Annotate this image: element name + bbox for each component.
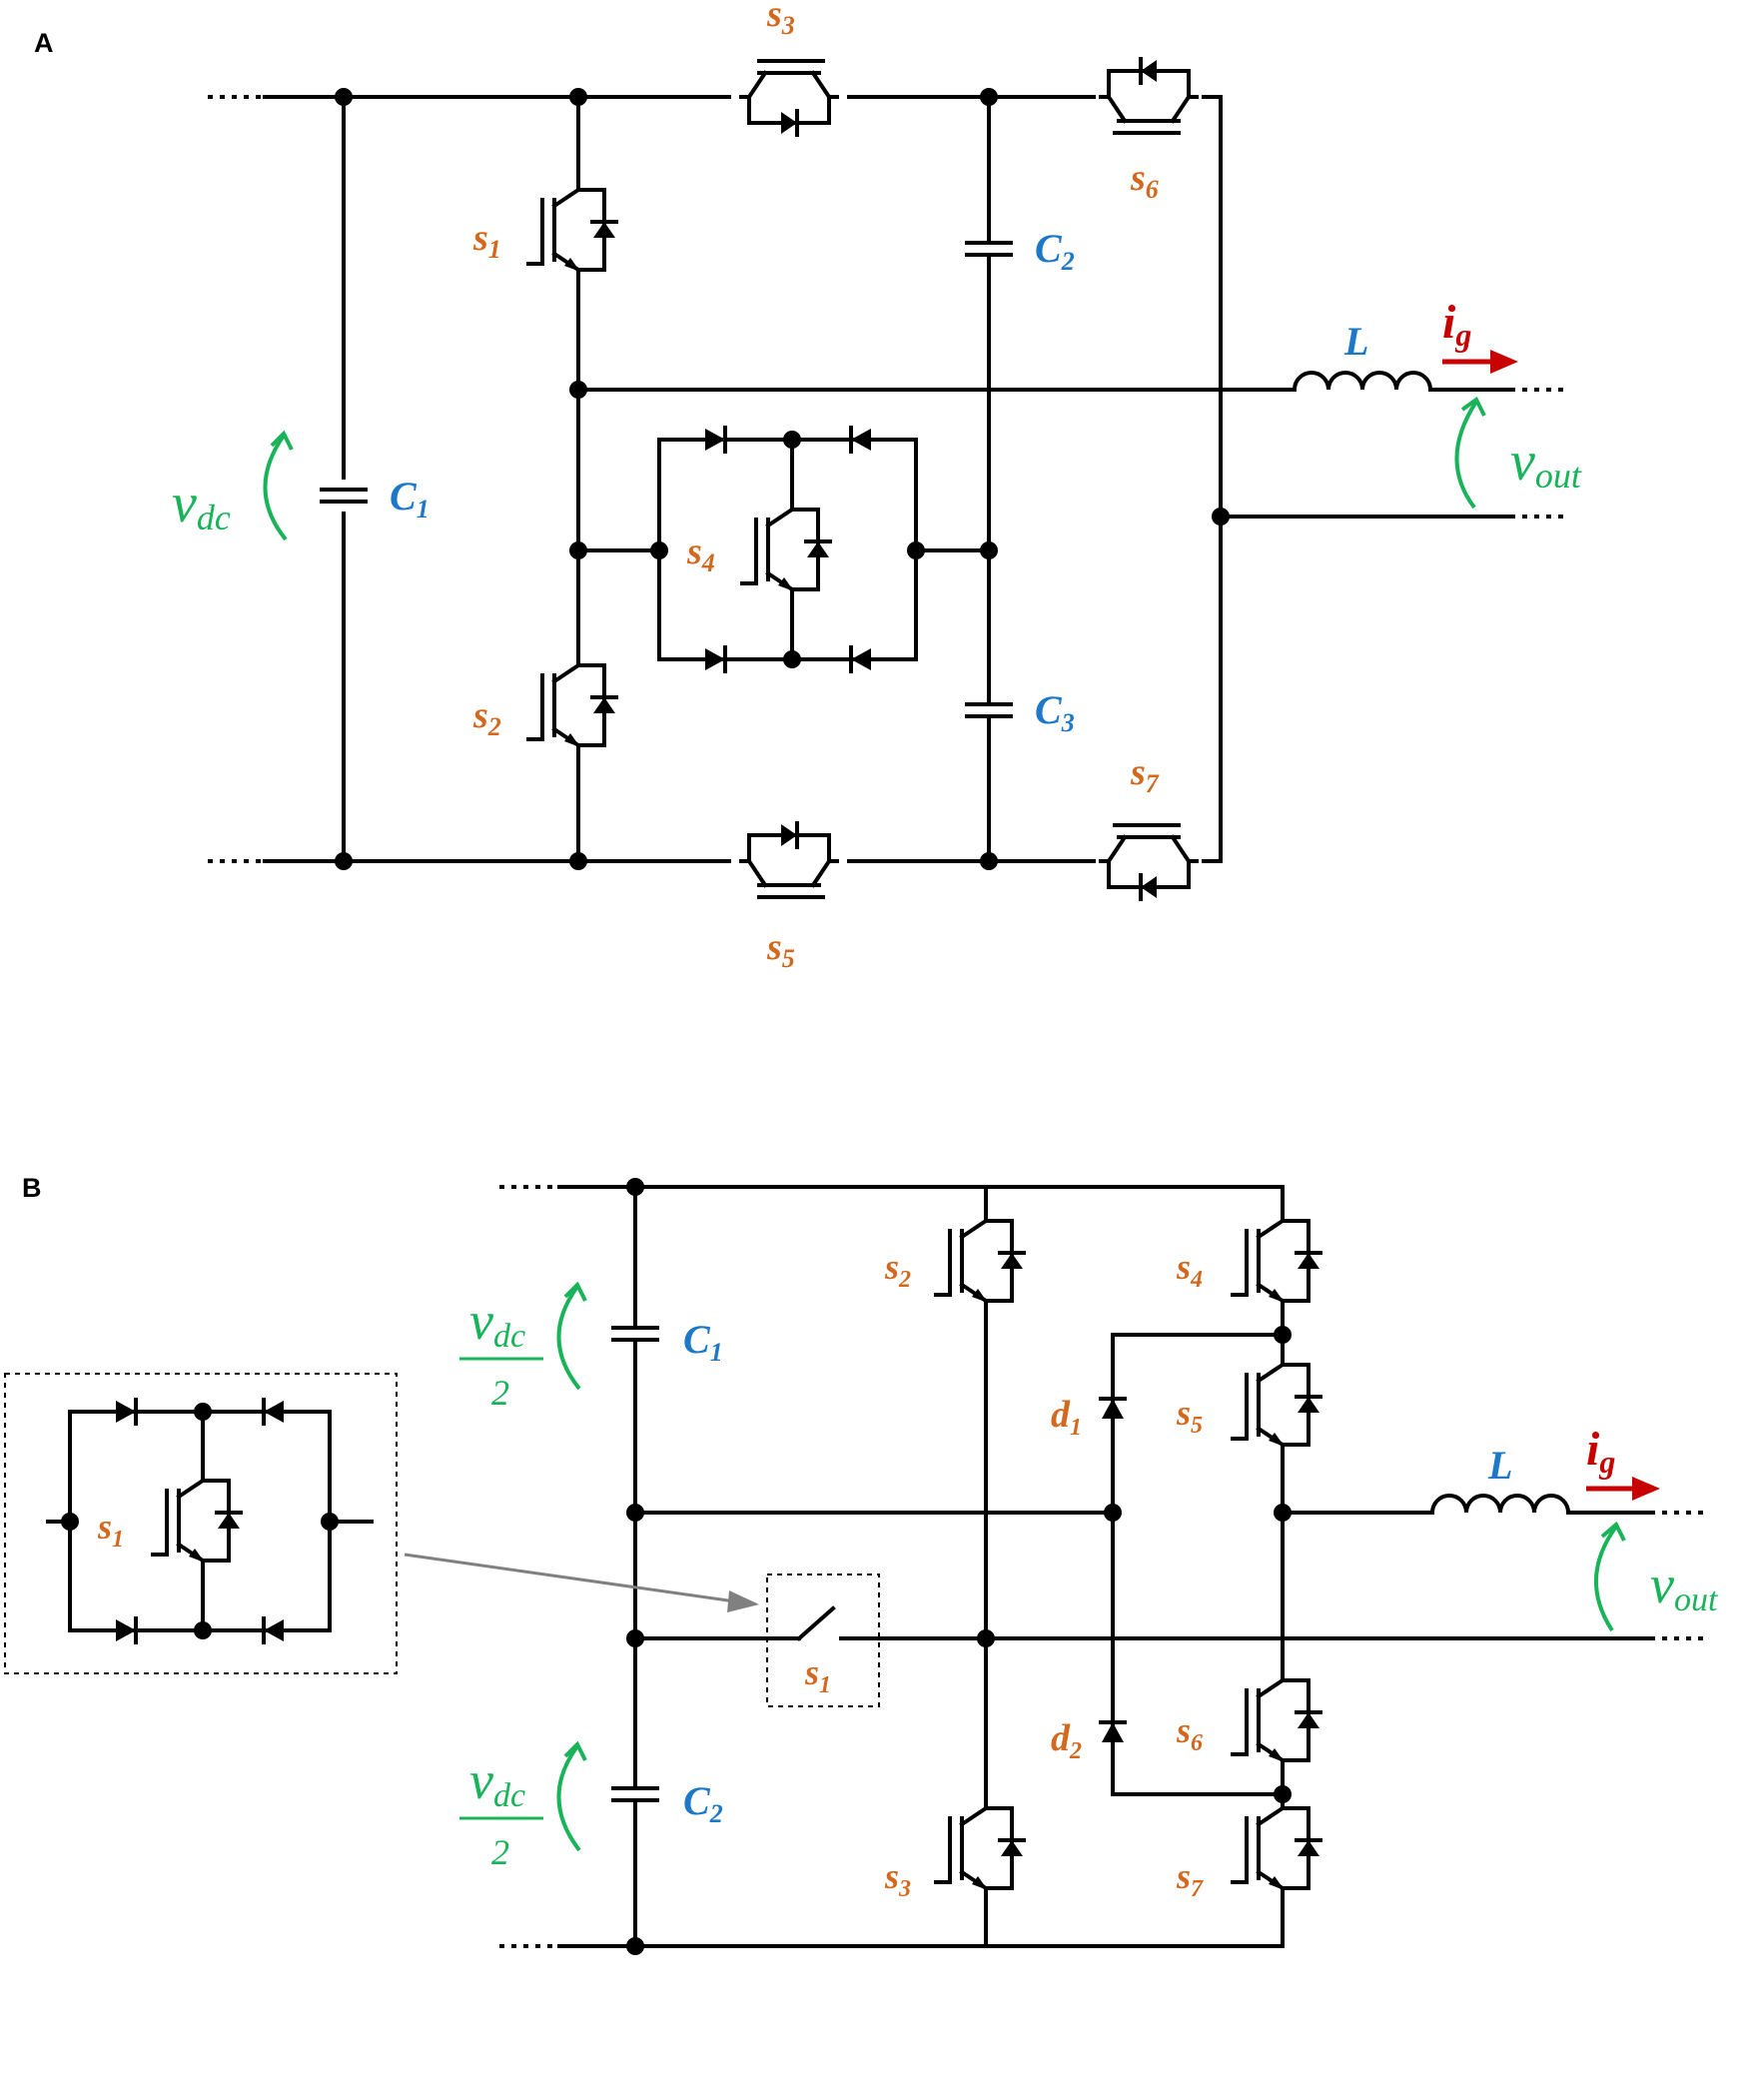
b-label-d1: d1 — [1051, 1394, 1082, 1441]
b-diode-d2 — [1099, 1720, 1127, 1744]
svg-text:2: 2 — [491, 1832, 509, 1872]
a-capacitor-c3 — [965, 702, 1013, 718]
b-label-s2: s2 — [884, 1247, 911, 1293]
b-switch-s7 — [1231, 1798, 1322, 1898]
a-capacitor-c2 — [965, 241, 1013, 257]
b-vdc1-arrow — [556, 1285, 581, 1391]
b-label-vdc-half-1: vdc 2 — [459, 1291, 543, 1413]
a-label-current: ig — [1442, 296, 1471, 353]
a-wires — [263, 95, 1512, 863]
a-label-s4: s4 — [686, 530, 715, 577]
a-nodes — [335, 88, 1230, 870]
a-label-c3: C3 — [1035, 687, 1075, 737]
b-label-s7: s7 — [1176, 1856, 1204, 1902]
b-switch-s3 — [934, 1798, 1026, 1898]
b-inset-pointer-arrow — [404, 1553, 759, 1612]
b-inset-s1-detail — [4, 1373, 398, 1674]
b-label-vdc-half-2: vdc 2 — [459, 1750, 543, 1872]
a-label-s2: s2 — [472, 694, 501, 741]
a-bridge-diode-2 — [849, 426, 873, 454]
b-label-s4: s4 — [1176, 1247, 1203, 1293]
b-label-c2: C2 — [683, 1778, 723, 1828]
svg-text:2: 2 — [491, 1373, 509, 1413]
a-switch-s1 — [526, 180, 618, 280]
b-label-vout: vout — [1650, 1555, 1719, 1618]
b-switch-s2 — [934, 1211, 1026, 1311]
a-vout-arrow — [1454, 400, 1478, 510]
b-label-inductor: L — [1487, 1443, 1512, 1488]
a-bridge-diode-4 — [849, 645, 873, 673]
b-diode-d1 — [1099, 1397, 1127, 1421]
b-label-s1: s1 — [804, 1652, 831, 1698]
b-capacitor-c2 — [611, 1786, 659, 1802]
b-vout-arrow — [1593, 1525, 1618, 1632]
a-label-vdc: vdc — [172, 473, 231, 537]
a-switch-s4 — [740, 500, 832, 599]
panel-a-letter: A — [34, 28, 54, 58]
a-label-vout: vout — [1510, 431, 1582, 496]
a-vdc-arrow — [263, 434, 288, 541]
a-bridge-diode-1 — [703, 426, 727, 454]
a-label-inductor: L — [1343, 319, 1368, 364]
a-label-s1: s1 — [472, 217, 501, 264]
a-label-c2: C2 — [1035, 226, 1075, 276]
b-current-arrow — [1586, 1477, 1660, 1501]
a-current-arrow — [1442, 350, 1518, 374]
panel-a: A — [34, 0, 1582, 973]
b-switch-s6 — [1231, 1670, 1322, 1770]
b-switch-s1-symbol — [766, 1574, 880, 1707]
b-capacitor-c1 — [611, 1326, 659, 1342]
a-switch-s7 — [1099, 823, 1199, 901]
b-nodes — [626, 1178, 1292, 1955]
a-label-s5: s5 — [766, 926, 795, 973]
a-label-c1: C1 — [390, 474, 430, 524]
b-switch-s4 — [1231, 1211, 1322, 1311]
a-switch-s3 — [739, 59, 839, 137]
b-inductor — [1429, 1494, 1571, 1516]
b-switch-s5 — [1231, 1355, 1322, 1455]
b-label-d2: d2 — [1051, 1717, 1082, 1764]
panel-b-letter: B — [22, 1173, 42, 1203]
a-bridge-diode-3 — [703, 645, 727, 673]
a-label-s3: s3 — [766, 0, 795, 40]
a-switch-s2 — [526, 655, 618, 755]
b-vdc2-arrow — [556, 1744, 581, 1852]
svg-text:vdc: vdc — [469, 1291, 525, 1355]
b-label-current: ig — [1586, 1423, 1615, 1480]
b-label-s5: s5 — [1176, 1393, 1203, 1439]
a-switch-s5 — [739, 821, 839, 899]
a-label-s7: s7 — [1130, 751, 1160, 798]
a-capacitor-c1 — [320, 488, 368, 504]
b-label-s6: s6 — [1176, 1710, 1203, 1756]
svg-text:vdc: vdc — [469, 1750, 525, 1814]
a-label-s6: s6 — [1130, 157, 1159, 204]
a-switch-s6 — [1099, 57, 1199, 135]
panel-b: B — [4, 1173, 1719, 1955]
b-inset-label-s1: s1 — [97, 1507, 124, 1553]
a-inductor — [1292, 371, 1433, 393]
b-label-c1: C1 — [683, 1317, 723, 1367]
b-wires — [557, 1185, 1652, 1948]
b-label-s3: s3 — [884, 1856, 911, 1902]
